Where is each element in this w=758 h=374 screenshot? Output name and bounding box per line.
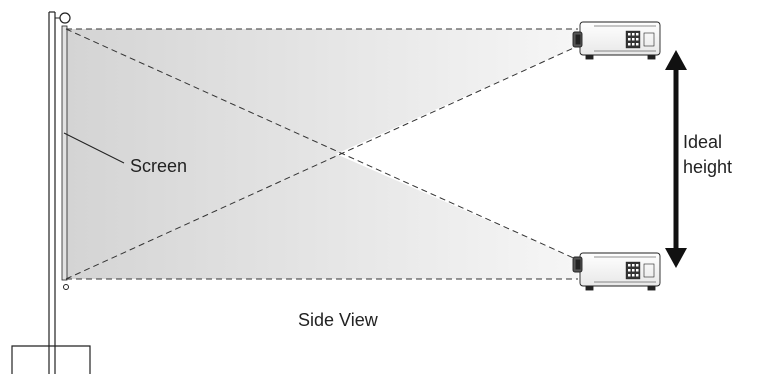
projector-top-icon: [573, 22, 660, 59]
screen-label: Screen: [130, 155, 187, 177]
projection-beam-area: [66, 29, 578, 279]
ideal-height-label-line1: Ideal: [683, 131, 722, 153]
screen-surface: [62, 26, 67, 280]
top-knob: [60, 13, 70, 23]
ideal-height-label-line2: height: [683, 156, 732, 178]
side-view-label: Side View: [298, 309, 378, 331]
bottom-hook: [64, 285, 69, 290]
projector-bottom-icon: [573, 253, 660, 290]
